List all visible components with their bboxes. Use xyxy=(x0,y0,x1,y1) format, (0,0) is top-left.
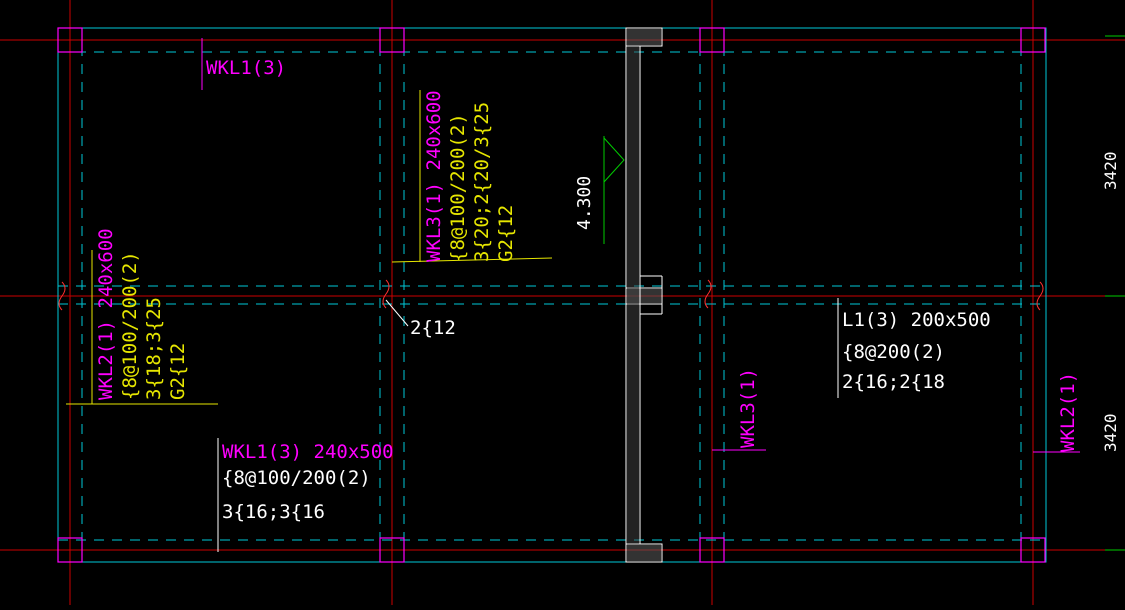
column-c1[interactable] xyxy=(57,537,83,563)
column-c2[interactable] xyxy=(379,537,405,563)
label-wkl1-bottom-name[interactable]: WKL1(3) 240x500 xyxy=(222,441,394,463)
beam-outlines xyxy=(57,27,1047,563)
label-wkl2-main: 3{18;3{25 xyxy=(143,297,165,400)
label-l1-main: 2{16;2{18 xyxy=(842,371,945,393)
label-wkl3-side: G2{12 xyxy=(495,205,517,262)
break-marks xyxy=(58,279,1044,311)
column-c3[interactable] xyxy=(699,537,725,563)
elevation-value: 4.300 xyxy=(574,176,595,230)
column-a2[interactable] xyxy=(379,27,405,53)
label-wkl3-stirrup: {8@100/200(2) xyxy=(447,113,469,262)
label-wkl1-bottom-stirrup: {8@100/200(2) xyxy=(222,467,371,489)
label-wkl2-side: G2{12 xyxy=(167,343,189,400)
label-wkl3-name[interactable]: WKL3(1) 240x600 xyxy=(423,90,445,262)
label-wkl3-main: 3{20;2{20/3{25 xyxy=(471,102,493,262)
wall-shaft xyxy=(625,27,663,563)
label-wkl3-right[interactable]: WKL3(1) xyxy=(737,368,759,448)
dimension-top: 3420 xyxy=(1101,151,1120,190)
label-wkl2-stirrup: {8@100/200(2) xyxy=(119,251,141,400)
label-l1-stirrup: {8@200(2) xyxy=(842,341,945,363)
leader-lines xyxy=(66,38,1080,552)
elevation-marker xyxy=(603,136,625,244)
column-a1[interactable] xyxy=(57,27,83,53)
label-wkl1-top[interactable]: WKL1(3) xyxy=(206,57,286,79)
label-wkl2-right[interactable]: WKL2(1) xyxy=(1057,372,1079,452)
columns xyxy=(57,27,1046,563)
label-l1-name[interactable]: L1(3) 200x500 xyxy=(842,309,991,331)
label-wkl2-name[interactable]: WKL2(1) 240x600 xyxy=(95,228,117,400)
column-a4[interactable] xyxy=(1020,27,1046,53)
column-a3[interactable] xyxy=(699,27,725,53)
dimension-bottom: 3420 xyxy=(1101,413,1120,452)
dimension-ticks xyxy=(1105,35,1125,551)
label-extra-bar: 2{12 xyxy=(410,317,456,339)
label-wkl1-bottom-main: 3{16;3{16 xyxy=(222,501,325,523)
column-c4[interactable] xyxy=(1020,537,1046,563)
